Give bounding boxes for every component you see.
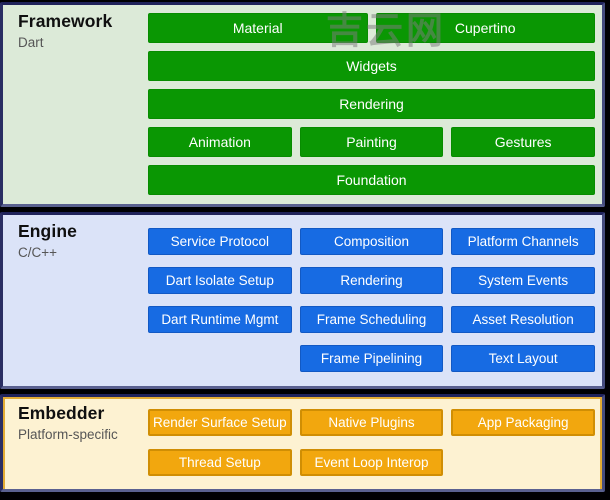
block-gestures: Gestures <box>451 127 595 157</box>
block-material: Material <box>148 13 368 43</box>
block-cupertino: Cupertino <box>375 13 595 43</box>
layer-title-framework: Framework <box>18 11 113 31</box>
block-thread-setup: Thread Setup <box>148 449 292 476</box>
block-spacer <box>148 345 292 372</box>
block-frame-pipelining: Frame Pipelining <box>299 345 444 372</box>
block-event-loop-interop: Event Loop Interop <box>299 449 444 476</box>
block-service-protocol: Service Protocol <box>148 228 292 255</box>
layer-subtitle-engine: C/C++ <box>18 244 58 260</box>
block-painting: Painting <box>299 127 444 157</box>
block-system-events: System Events <box>451 267 595 294</box>
block-platform-channels: Platform Channels <box>451 228 595 255</box>
block-widgets: Widgets <box>148 51 595 81</box>
block-spacer <box>451 449 595 476</box>
block-foundation: Foundation <box>148 165 595 195</box>
block-frame-scheduling: Frame Scheduling <box>299 306 444 333</box>
blocks-grid-embedder: Render Surface Setup Native Plugins App Pa… <box>148 397 602 489</box>
blocks-grid-engine: Service Protocol Composition Platform Chan… <box>148 215 602 386</box>
block-composition: Composition <box>299 228 444 255</box>
block-rendering: Rendering <box>148 89 595 119</box>
block-native-plugins: Native Plugins <box>299 409 444 436</box>
block-rendering: Rendering <box>299 267 444 294</box>
block-animation: Animation <box>148 127 292 157</box>
layer-title-engine: Engine <box>18 221 77 241</box>
layer-subtitle-framework: Dart <box>18 34 44 50</box>
block-asset-resolution: Asset Resolution <box>451 306 595 333</box>
block-render-surface-setup: Render Surface Setup <box>148 409 292 436</box>
block-dart-isolate-setup: Dart Isolate Setup <box>148 267 292 294</box>
block-app-packaging: App Packaging <box>451 409 595 436</box>
block-dart-runtime-mgmt: Dart Runtime Mgmt <box>148 306 292 333</box>
block-text-layout: Text Layout <box>451 345 595 372</box>
layer-subtitle-embedder: Platform-specific <box>18 426 118 442</box>
layer-title-embedder: Embedder <box>18 403 105 423</box>
